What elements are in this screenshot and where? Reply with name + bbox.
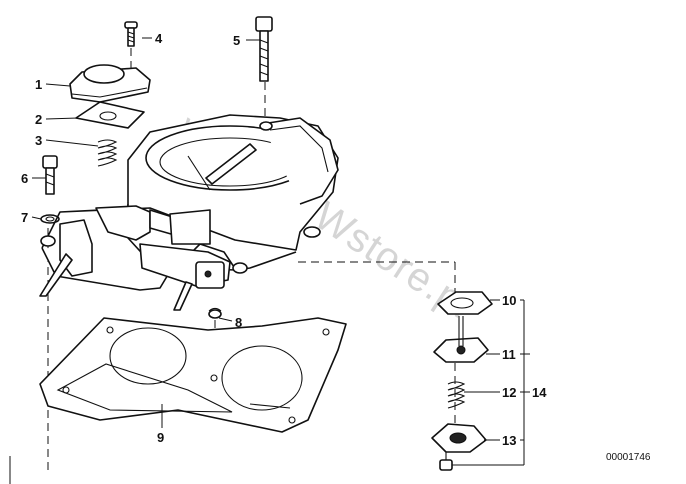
leader-lines <box>9 37 530 484</box>
cover-part-1[interactable] <box>69 64 151 103</box>
callout-2: 2 <box>35 112 42 127</box>
spring-part-3[interactable] <box>97 139 118 167</box>
bolt-part-6[interactable] <box>42 155 58 195</box>
callout-3: 3 <box>35 133 42 148</box>
spring-part-12[interactable] <box>447 381 466 409</box>
callout-1: 1 <box>35 77 42 92</box>
carburetor-body[interactable] <box>39 114 339 311</box>
flange-gasket-part-10[interactable] <box>437 291 493 315</box>
callout-labels: 1 2 3 4 5 6 7 8 9 10 11 12 13 14 <box>21 31 547 448</box>
callout-9: 9 <box>157 430 164 445</box>
callout-5: 5 <box>233 33 240 48</box>
cap-part-13[interactable] <box>431 423 487 471</box>
callout-4: 4 <box>155 31 163 46</box>
bolt-part-5[interactable] <box>255 16 273 82</box>
clip-part-8[interactable] <box>208 307 222 319</box>
callout-6: 6 <box>21 171 28 186</box>
callout-8: 8 <box>235 315 242 330</box>
callout-10: 10 <box>502 293 516 308</box>
gasket-part-2[interactable] <box>75 101 145 129</box>
diagram-reference-number: 00001746 <box>606 452 651 463</box>
callout-12: 12 <box>502 385 516 400</box>
valve-part-11[interactable] <box>433 316 489 363</box>
callout-11: 11 <box>502 347 516 362</box>
callout-14: 14 <box>532 385 547 400</box>
screw-part-4[interactable] <box>124 21 138 47</box>
base-gasket-part-9[interactable] <box>39 317 347 433</box>
callout-13: 13 <box>502 433 516 448</box>
callout-7: 7 <box>21 210 28 225</box>
